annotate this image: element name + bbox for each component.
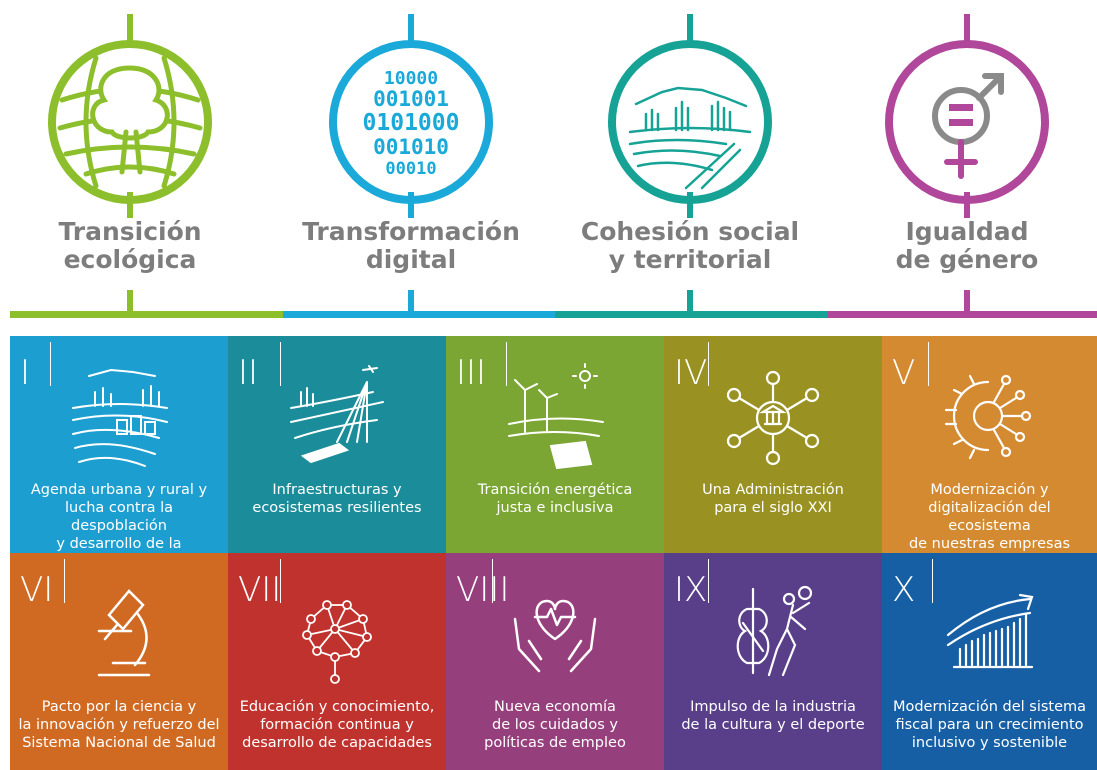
landscape-icon	[608, 40, 772, 204]
lever-label: Agenda urbana y rural y lucha contra la …	[30, 482, 208, 552]
lever-tile-ii[interactable]: II Infraestructuras y ecosistemas resili…	[228, 336, 446, 553]
growth-chart-icon	[946, 593, 1033, 669]
lever-tile-vi[interactable]: VI Pacto por la ciencia y la innovación …	[10, 553, 228, 770]
pillar-stem	[127, 192, 133, 218]
pillar-title: Cohesión social y territorial	[580, 217, 800, 274]
pillar-stem	[408, 290, 414, 312]
culture-sport-icon	[736, 585, 813, 677]
lever-tile-v[interactable]: V Modernización y digitalización del eco…	[882, 336, 1097, 553]
pillar-stem	[408, 192, 414, 218]
lever-number: VII	[238, 570, 282, 610]
pillar-stem	[408, 14, 414, 44]
lever-number: VI	[20, 570, 54, 610]
pillar-title: Transición ecológica	[58, 217, 202, 274]
digital-gear-icon	[944, 374, 1031, 460]
pillar-digital-transformation: 10000 001001 0101000 001010 00010 Transf…	[281, 0, 541, 320]
divider	[280, 559, 281, 603]
svg-text:001010: 001010	[373, 135, 449, 159]
lever-tile-x[interactable]: X Modernización del sistema fiscal para …	[882, 553, 1097, 770]
tree-globe-icon	[48, 40, 212, 204]
pillar-stem	[964, 290, 970, 312]
lever-number: II	[238, 353, 259, 393]
pillar-stem	[964, 192, 970, 218]
lever-label: Transición energética justa e inclusiva	[477, 482, 633, 516]
lever-number: V	[892, 353, 916, 393]
lever-label: Impulso de la industria de la cultura y …	[681, 699, 865, 733]
svg-text:00010: 00010	[385, 159, 436, 179]
svg-text:0101000: 0101000	[363, 110, 460, 136]
baseline-blue	[283, 311, 555, 318]
pillar-stem	[687, 290, 693, 312]
divider	[708, 559, 709, 603]
lever-tile-viii[interactable]: VIII Nueva economía de los cuidados y po…	[446, 553, 664, 770]
infrastructure-bridge-icon	[290, 365, 384, 464]
divider	[928, 342, 929, 386]
pillar-title: Transformación digital	[302, 217, 520, 274]
divider	[932, 559, 933, 603]
baseline-green	[10, 311, 283, 318]
pillar-stem	[687, 14, 693, 44]
lever-label: Una Administración para el siglo XXI	[702, 482, 844, 516]
svg-text:001001: 001001	[373, 87, 449, 111]
lever-tile-i[interactable]: I Agenda urbana y rural y lucha contra l…	[10, 336, 228, 553]
gender-equality-icon	[885, 40, 1049, 204]
administration-network-icon	[726, 370, 820, 466]
divider	[708, 342, 709, 386]
lever-number: X	[892, 570, 916, 610]
pillar-social-cohesion: Cohesión social y territorial	[560, 0, 820, 320]
pillar-ecological-transition: Transición ecológica	[0, 0, 260, 320]
pillar-gender-equality: Igualdad de género	[837, 0, 1097, 320]
lever-tile-iv[interactable]: IV Una Administración para el siglo XXI	[664, 336, 882, 553]
divider	[64, 559, 65, 603]
lever-label: Nueva economía de los cuidados y polític…	[484, 699, 626, 751]
pillar-stem	[127, 14, 133, 44]
lever-number: III	[456, 353, 487, 393]
lever-number: I	[20, 353, 31, 393]
divider	[492, 559, 493, 603]
pillar-stem	[687, 192, 693, 218]
baseline-teal	[555, 311, 828, 318]
divider	[506, 342, 507, 386]
lever-label: Modernización del sistema fiscal para un…	[892, 699, 1087, 751]
svg-text:10000: 10000	[384, 68, 438, 89]
lever-label: Pacto por la ciencia y la innovación y r…	[18, 699, 220, 751]
lever-label: Modernización y digitalización del ecosi…	[908, 482, 1071, 552]
binary-code-icon: 10000 001001 0101000 001010 00010	[329, 40, 493, 204]
lever-tile-iii[interactable]: III Transición energética justa e inclus…	[446, 336, 664, 553]
lever-tile-vii[interactable]: VII Educación y conocimiento, formación …	[228, 553, 446, 770]
microscope-icon	[97, 589, 151, 677]
wind-solar-energy-icon	[508, 363, 604, 470]
rural-urban-landscape-icon	[72, 368, 168, 467]
divider	[50, 342, 51, 386]
lever-number: IX	[674, 570, 708, 610]
heart-hands-icon	[513, 599, 597, 673]
brain-network-icon	[302, 600, 372, 684]
lever-tile-ix[interactable]: IX Impulso de la industria de la cultura…	[664, 553, 882, 770]
lever-label: Educación y conocimiento, formación cont…	[239, 699, 435, 751]
lever-number: IV	[674, 353, 708, 393]
divider	[280, 342, 281, 386]
pillar-stem	[127, 290, 133, 312]
pillar-title: Igualdad de género	[895, 217, 1039, 274]
baseline-magenta	[828, 311, 1097, 318]
pillar-stem	[964, 14, 970, 44]
lever-number: VIII	[456, 570, 510, 610]
lever-label: Infraestructuras y ecosistemas resilient…	[252, 482, 422, 516]
